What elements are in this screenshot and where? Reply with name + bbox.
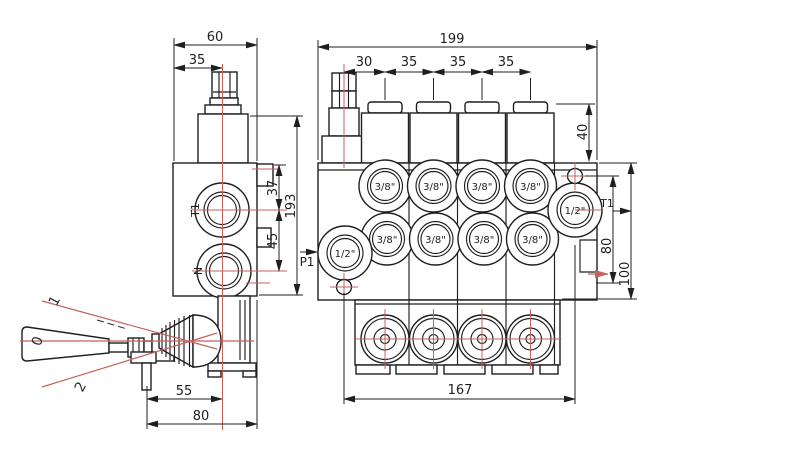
t1-label-front: T1: [599, 197, 614, 210]
body-right-notch: [579, 239, 597, 273]
lever-assembly: [21, 313, 222, 391]
dim-193: 193: [284, 194, 299, 219]
work-ports-bottom: [360, 212, 560, 266]
dim-40: 40: [576, 124, 591, 141]
dim-30: 30: [356, 55, 373, 70]
svg-text:3/8": 3/8": [377, 235, 398, 246]
pin-bracket: [130, 351, 157, 364]
lever-throw-line-1: [41, 300, 218, 350]
side-view: T1 N 1 0 2 60 35 37 45 193 55: [20, 30, 303, 430]
svg-text:3/8": 3/8": [520, 182, 541, 193]
dim-80-side: 80: [193, 409, 210, 424]
svg-text:3/8": 3/8": [425, 235, 446, 246]
mount-flange: [207, 362, 257, 372]
dim-60: 60: [207, 30, 224, 45]
dimensions-side: 60 35 37 45 193 55 80: [146, 30, 303, 429]
spool-bottom-section: [354, 299, 561, 375]
lever-rod: [108, 342, 129, 353]
work-port-size: 3/8": [375, 182, 396, 193]
port-size-labels: 3/8" 3/8" 3/8" 3/8" 3/8" 3/8" 3/8" 3/8" …: [335, 182, 586, 260]
dim-199: 199: [440, 32, 465, 47]
n-port-label-side: N: [192, 267, 205, 275]
centerlines-front: [330, 64, 610, 369]
svg-text:3/8": 3/8": [472, 182, 493, 193]
svg-text:3/8": 3/8": [522, 235, 543, 246]
dim-80-front: 80: [600, 238, 615, 255]
lever-throw-line-2: [41, 332, 218, 388]
lever-handle: [21, 326, 110, 362]
centerlines-side: [20, 64, 287, 430]
main-port-size-p1: 1/2": [335, 249, 356, 260]
main-port-size-t1: 1/2": [565, 206, 586, 217]
valve-body-front: [317, 159, 603, 301]
dim-35-side: 35: [189, 53, 206, 68]
dim-37: 37: [266, 180, 281, 197]
pin-rod: [141, 362, 152, 391]
lever-throw-dash: [96, 319, 128, 330]
t1-port-label-side: T1: [189, 203, 202, 218]
dim-35c: 35: [498, 55, 515, 70]
dim-45: 45: [266, 233, 281, 250]
svg-text:3/8": 3/8": [474, 235, 495, 246]
p1-label: P1: [300, 255, 315, 269]
valve-body-side: [172, 162, 274, 378]
dim-35b: 35: [450, 55, 467, 70]
dim-100: 100: [618, 262, 633, 287]
dim-35a: 35: [401, 55, 418, 70]
work-ports-top: [358, 159, 558, 213]
lever-pos-2: 2: [72, 379, 90, 394]
svg-text:3/8": 3/8": [423, 182, 444, 193]
p1-port: [317, 225, 373, 281]
spool-crosshairs: [354, 309, 562, 369]
dim-55: 55: [176, 384, 193, 399]
spool-caps: [360, 78, 555, 164]
dim-167: 167: [448, 383, 473, 398]
front-view: 3/8" 3/8" 3/8" 3/8" 3/8" 3/8" 3/8" 3/8" …: [300, 32, 637, 404]
side-rail-tab-mid: [256, 227, 272, 248]
dimensions-front: 199 30 35 35 35 40 80 100 167: [317, 32, 637, 404]
